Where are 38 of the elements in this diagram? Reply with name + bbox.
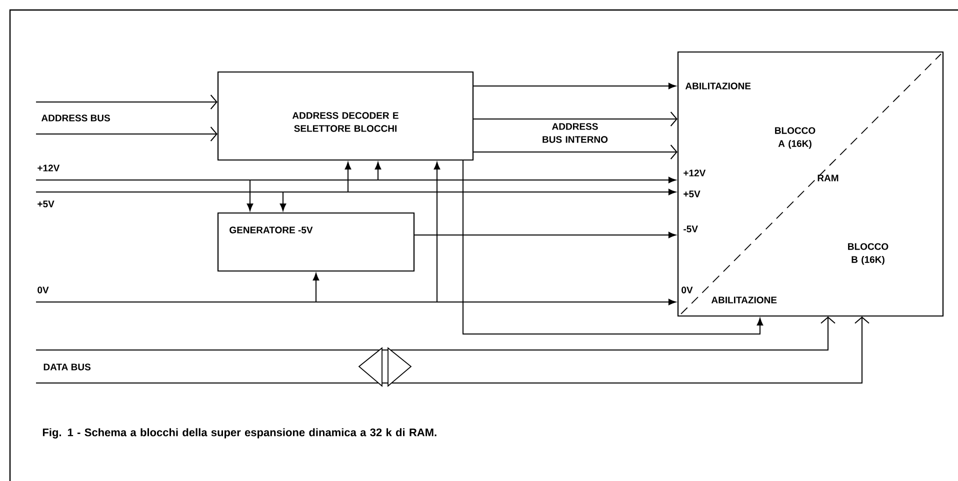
connector xyxy=(36,176,676,184)
connector xyxy=(36,298,676,306)
generator-box xyxy=(217,212,415,272)
figure-caption: Fig. 1 - Schema a blocchi della super espansione dinamica a 32 k di RAM. xyxy=(42,428,436,438)
signal-label: ADDRESS BUS xyxy=(41,114,110,122)
box-text: RAM xyxy=(818,174,838,182)
connector xyxy=(312,273,320,302)
connector xyxy=(462,160,764,334)
connector xyxy=(473,144,678,160)
box-text: ABILITAZIONE xyxy=(685,82,751,90)
signal-label: +12V xyxy=(38,164,60,172)
connector xyxy=(434,162,440,302)
box-text: ADDRESS DECODER E SELETTORE BLOCCHI xyxy=(292,112,398,132)
connector xyxy=(36,316,836,350)
box-text: BLOCCO A (16K) xyxy=(775,127,816,149)
box-text: 0V xyxy=(682,286,693,294)
connector xyxy=(36,126,218,142)
connector xyxy=(246,180,254,211)
signal-label: 0V xyxy=(38,286,49,294)
connector xyxy=(280,192,286,211)
box-text: +5V xyxy=(684,190,700,198)
connector xyxy=(374,162,382,180)
connector xyxy=(36,94,218,110)
box-text: GENERATORE -5V xyxy=(230,226,313,234)
box-text: -5V xyxy=(684,226,698,232)
signal-label: DATA BUS xyxy=(44,364,90,370)
box-text: BLOCCO B (16K) xyxy=(848,243,888,265)
connector xyxy=(344,162,352,192)
connector xyxy=(414,232,676,238)
connector xyxy=(473,82,676,90)
decoder-box xyxy=(217,71,474,161)
connector xyxy=(36,316,870,384)
connector xyxy=(473,112,678,126)
box-text: ABILITAZIONE xyxy=(711,296,777,304)
signal-label: +5V xyxy=(38,200,54,208)
connector xyxy=(36,188,676,196)
signal-label: ADDRESS BUS INTERNO xyxy=(542,123,608,143)
box-text: +12V xyxy=(684,170,706,176)
